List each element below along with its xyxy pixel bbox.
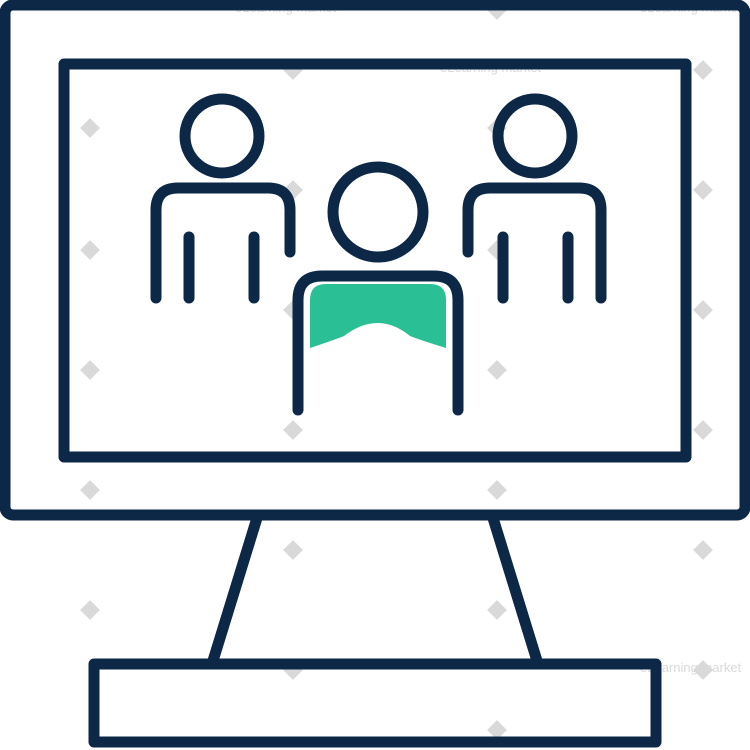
- watermark-diamond: [80, 118, 100, 138]
- watermark-diamond: [487, 600, 507, 620]
- watermark-diamond: [693, 540, 713, 560]
- right-person-body: [462, 182, 607, 304]
- watermark-diamond: [693, 60, 713, 80]
- monitor-base: [88, 658, 662, 748]
- watermark-diamond: [693, 420, 713, 440]
- watermark-text: eLearning market: [640, 660, 742, 675]
- center-person-body: [292, 270, 464, 416]
- watermark-diamond: [693, 660, 713, 680]
- center-person-head: [327, 161, 429, 263]
- left-person-icon: [150, 93, 296, 304]
- watermark-diamond: [80, 480, 100, 500]
- watermark-diamond: [80, 360, 100, 380]
- watermark-diamond: [283, 420, 303, 440]
- watermark-diamond: [693, 180, 713, 200]
- monitor-stand-left-leg: [206, 512, 263, 670]
- right-person-head: [492, 93, 578, 179]
- watermark-diamond: [80, 240, 100, 260]
- watermark-diamond: [693, 300, 713, 320]
- right-person-icon: [462, 93, 607, 304]
- monitor-frame: [0, 0, 750, 521]
- left-person-head: [179, 93, 265, 179]
- watermark-diamond: [487, 480, 507, 500]
- monitor-stand-right-leg: [487, 512, 544, 670]
- left-person-body: [150, 182, 296, 304]
- center-person-icon: [292, 161, 464, 416]
- watermark-diamond: [487, 360, 507, 380]
- watermark-diamond: [487, 720, 507, 740]
- watermark-diamond: [283, 540, 303, 560]
- monitor-screen: [58, 58, 692, 463]
- watermark-diamond: [80, 600, 100, 620]
- center-person-shirt: [310, 284, 446, 348]
